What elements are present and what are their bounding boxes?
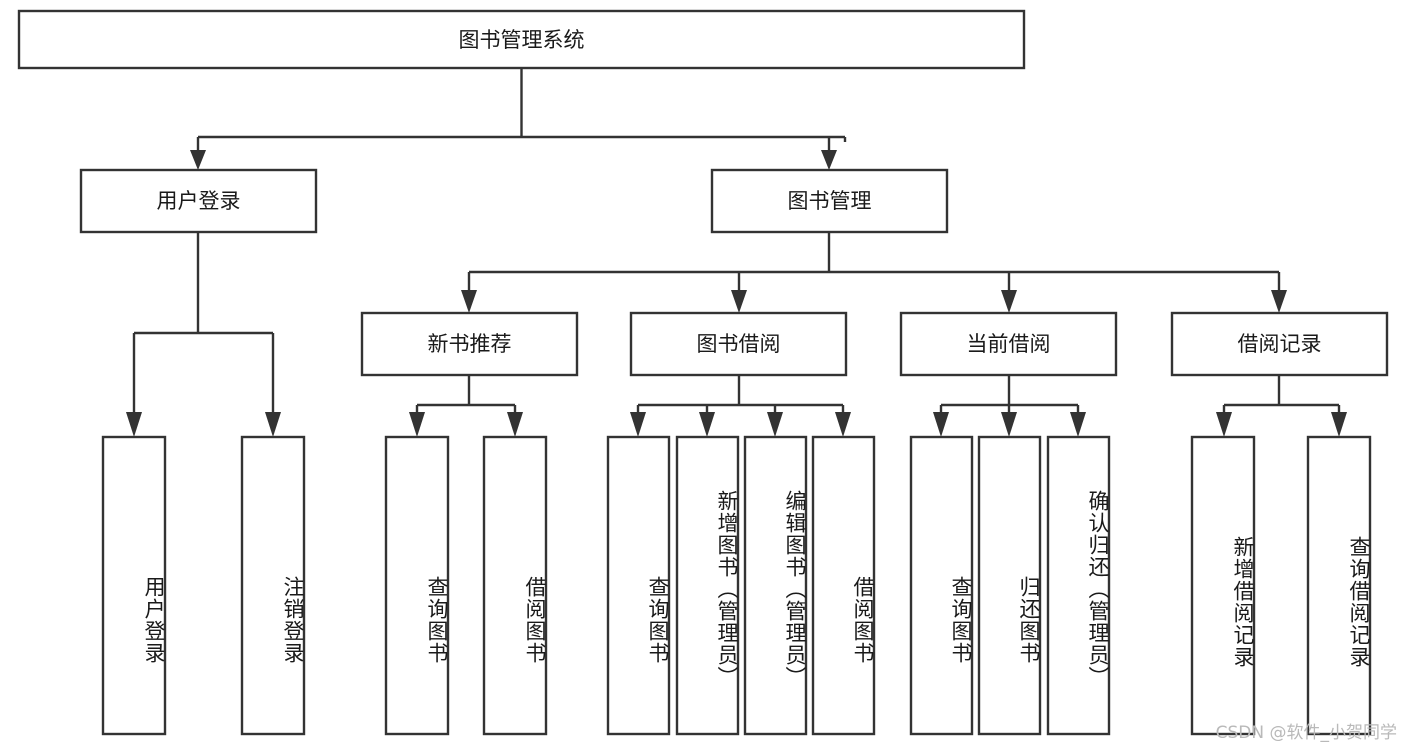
node-root-label: 图书管理系统 xyxy=(459,28,585,52)
node-leaf-query-record-box[interactable] xyxy=(1306,435,1372,736)
node-leaf-user-login-box[interactable] xyxy=(101,435,167,736)
arrowhead-leaf-edit-book xyxy=(767,412,783,437)
arrowhead-current-borrow xyxy=(1001,290,1017,313)
arrowhead-leaf-query-book-2 xyxy=(630,412,646,437)
node-leaf-return-book-box[interactable] xyxy=(977,435,1042,736)
node-layer xyxy=(17,9,1389,736)
arrowhead-borrow-record xyxy=(1271,290,1287,313)
node-book-borrow-box[interactable] xyxy=(629,311,848,377)
node-leaf-query-book-1-box[interactable] xyxy=(384,435,450,736)
arrowhead-leaf-add-record xyxy=(1216,412,1232,437)
arrowhead-leaf-confirm-return xyxy=(1070,412,1086,437)
node-book-borrow-label: 图书借阅 xyxy=(697,332,781,356)
arrowhead-leaf-user-logout xyxy=(265,412,281,437)
node-current-borrow-box[interactable] xyxy=(899,311,1118,377)
node-current-borrow-label: 当前借阅 xyxy=(967,332,1051,356)
arrowhead-leaf-user-login xyxy=(126,412,142,437)
node-book-manage-label: 图书管理 xyxy=(788,189,872,213)
node-leaf-borrow-book-1-box[interactable] xyxy=(482,435,548,736)
node-new-book-recommend-box[interactable] xyxy=(360,311,579,377)
arrowhead-book-manage xyxy=(821,150,837,170)
arrowhead-leaf-query-book-3 xyxy=(933,412,949,437)
arrowhead-leaf-borrow-book-2 xyxy=(835,412,851,437)
node-book-manage-box[interactable] xyxy=(710,168,949,234)
node-borrow-record-box[interactable] xyxy=(1170,311,1389,377)
arrowhead-leaf-borrow-book-1 xyxy=(507,412,523,437)
connector-layer xyxy=(126,68,1347,437)
arrowhead-leaf-query-record xyxy=(1331,412,1347,437)
node-root-box[interactable] xyxy=(17,9,1026,70)
arrowhead-leaf-add-book xyxy=(699,412,715,437)
label-layer: 图书管理系统 用户登录 图书管理 新书推荐 图书借阅 当前借阅 借阅记录 xyxy=(157,28,1322,356)
node-leaf-add-book-box[interactable] xyxy=(675,435,740,736)
node-leaf-edit-book-box[interactable] xyxy=(743,435,808,736)
node-new-book-recommend-label: 新书推荐 xyxy=(428,332,512,356)
node-leaf-query-book-3-box[interactable] xyxy=(909,435,974,736)
arrowhead-leaf-query-book-1 xyxy=(409,412,425,437)
node-leaf-confirm-return-box[interactable] xyxy=(1046,435,1111,736)
node-user-login-label: 用户登录 xyxy=(157,189,241,213)
arrowhead-user-login xyxy=(190,150,206,170)
node-leaf-query-book-2-box[interactable] xyxy=(606,435,671,736)
node-borrow-record-label: 借阅记录 xyxy=(1238,332,1322,356)
arrowhead-new-book-recommend xyxy=(461,290,477,313)
arrowhead-leaf-return-book xyxy=(1001,412,1017,437)
csdn-watermark: CSDN @软件_小贺同学 xyxy=(1215,723,1397,743)
node-user-login-box[interactable] xyxy=(79,168,318,234)
node-leaf-user-logout-box[interactable] xyxy=(240,435,306,736)
node-leaf-borrow-book-2-box[interactable] xyxy=(811,435,876,736)
node-leaf-add-record-box[interactable] xyxy=(1190,435,1256,736)
arrowhead-book-borrow xyxy=(731,290,747,313)
